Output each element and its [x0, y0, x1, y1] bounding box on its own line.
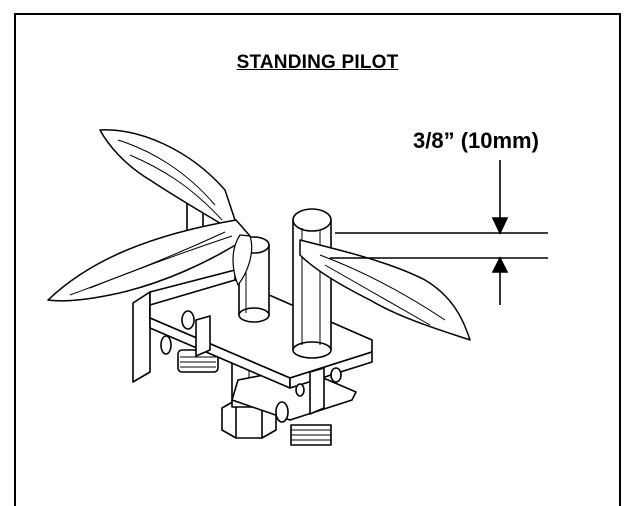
dimension-arrows-icon: [330, 160, 548, 305]
pilot-flames: [47, 129, 471, 341]
bottom-nut-right: [290, 424, 332, 446]
figure-title: STANDING PILOT: [236, 52, 399, 73]
diagram-border: [14, 13, 621, 506]
pilot-burner-assembly-icon: [47, 129, 471, 446]
dimension-label: 3/8” (10mm): [413, 128, 539, 153]
arrow-down: [491, 217, 509, 235]
tall-electrode-tube: [292, 219, 332, 351]
arrow-up: [491, 256, 509, 273]
side-plate-left: [132, 291, 151, 383]
